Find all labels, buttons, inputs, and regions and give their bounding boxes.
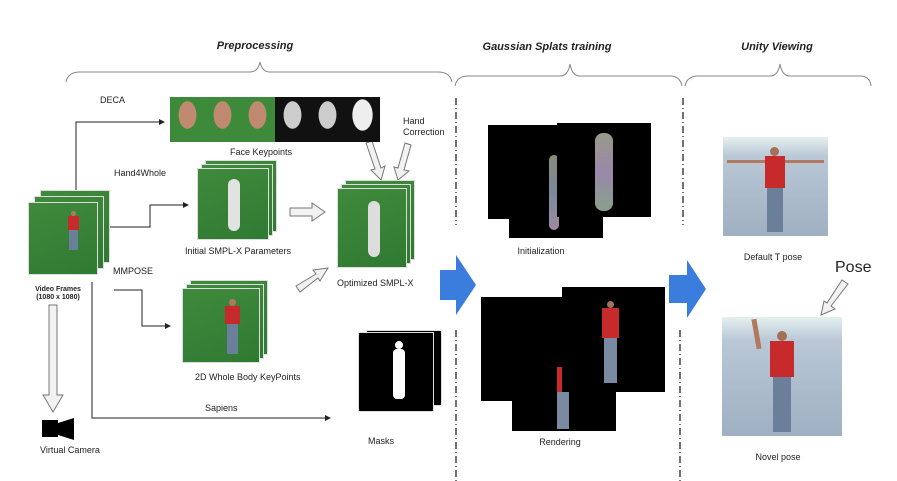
label-initial-smplx: Initial SMPL-X Parameters [185,246,292,256]
arrow-deca [75,119,165,190]
label-virtual-camera: Virtual Camera [40,445,100,455]
deca-face-strip [170,97,380,142]
label-hand-correction-2: Correction [403,127,445,137]
section-title-preprocessing: Preprocessing [216,40,294,52]
label-default-t-pose: Default T pose [743,252,803,262]
hollow-arrow-to-optimized [289,202,326,222]
hollow-arrow-pose [820,279,849,316]
hollow-arrow-face [365,140,386,181]
hollow-arrow-hand [393,142,412,181]
label-deca: DECA [100,95,126,105]
brace-preprocessing [65,61,453,83]
keypoints-frame [182,288,260,363]
optimized-frame [337,188,407,268]
label-optimized-smplx: Optimized SMPL-X [337,278,414,288]
label-video-frames-1: Video Frames [35,286,81,293]
hollow-arrow-camera [42,304,64,413]
video-frame [28,202,98,275]
smplx-frame [197,168,269,240]
flow-arrow-2 [669,260,706,318]
label-body-keypoints: 2D Whole Body KeyPoints [195,372,301,382]
label-masks: Masks [368,436,395,446]
arrow-mmpose [114,289,171,329]
render-frame [562,287,665,392]
label-hand4whole: Hand4Whole [114,168,167,178]
brace-unity [684,63,872,87]
init-frame [557,123,651,217]
hollow-arrow-diagonal [295,267,329,293]
arrow-hand4whole [110,202,189,228]
label-mmpose: MMPOSE [113,266,154,276]
label-pose: Pose [835,259,872,276]
label-face-keypoints: Face Keypoints [230,147,293,157]
default-t-pose-image [723,137,828,236]
arrow-sapiens [91,282,331,421]
mask-frame [358,332,434,412]
label-rendering: Rendering [539,437,581,447]
label-novel-pose: Novel pose [755,452,801,462]
label-video-frames-2: (1080 x 1080) [36,294,80,301]
section-title-unity: Unity Viewing [741,41,813,53]
novel-pose-image [722,317,842,436]
virtual-camera-icon [42,418,74,440]
label-sapiens: Sapiens [205,403,238,413]
label-initialization: Initialization [517,246,565,256]
section-title-gaussian: Gaussian Splats training [482,41,612,53]
flow-arrow-1 [440,255,476,315]
brace-gaussian [454,63,683,87]
label-hand-correction-1: Hand [403,116,425,126]
